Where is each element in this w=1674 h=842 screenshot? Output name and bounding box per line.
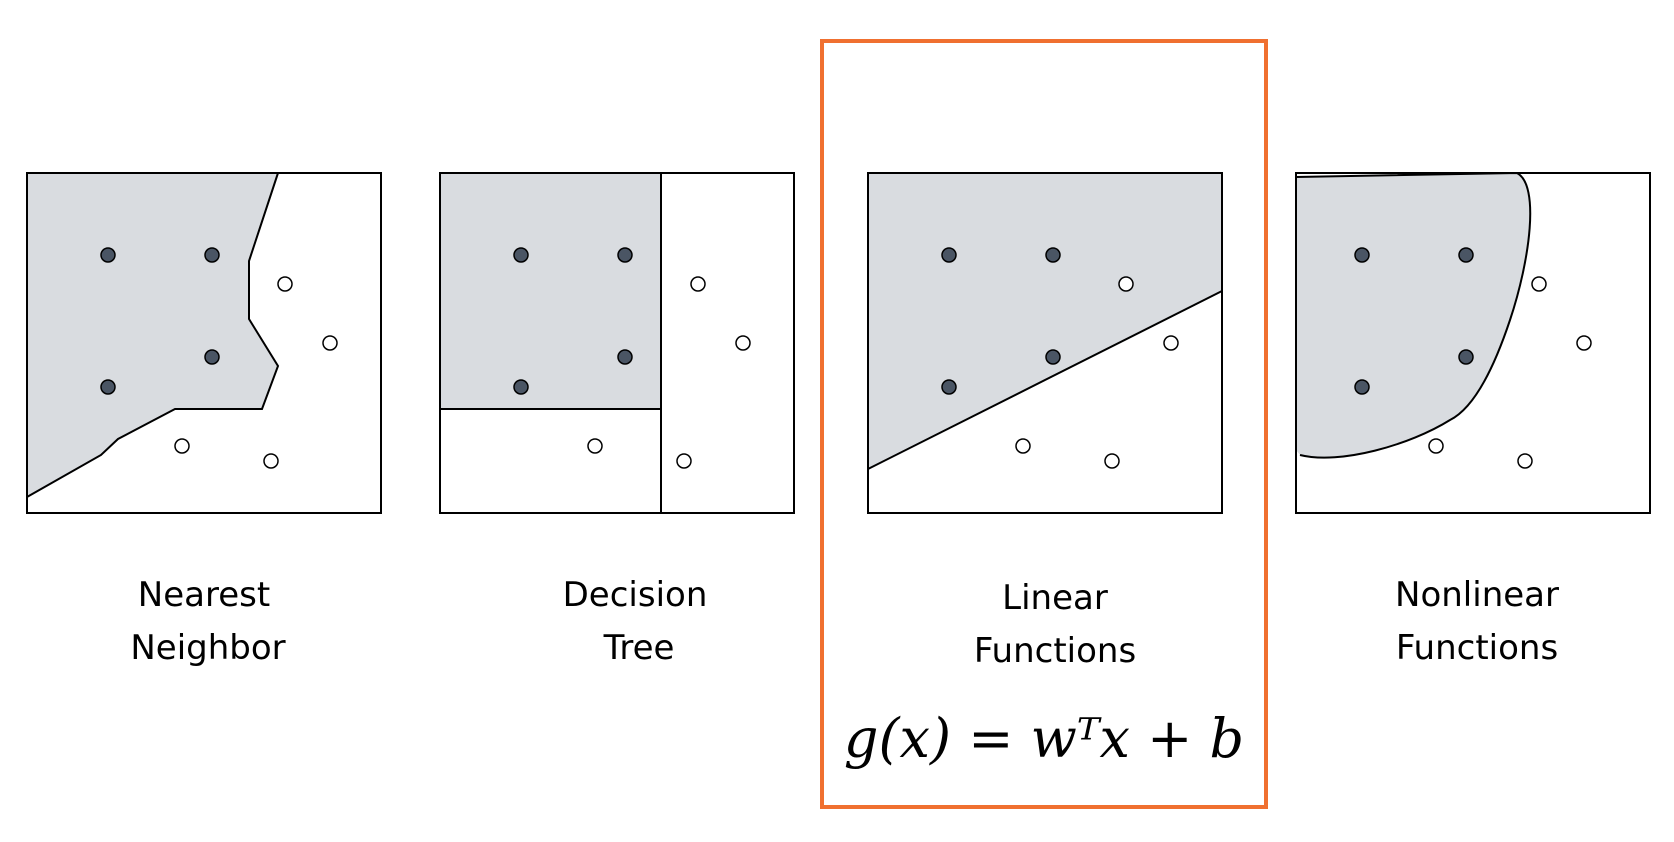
dot-filled — [204, 247, 220, 263]
linear-equation: g(x) = wᵀx + b — [844, 707, 1244, 770]
panel-label-line1: Decision — [563, 575, 708, 615]
decision-boundary — [26, 172, 280, 498]
panel-linear-functions: Linear Functions g(x) = wᵀx + b — [844, 172, 1244, 770]
dot-open — [690, 276, 706, 292]
dot-open — [174, 438, 190, 454]
dot-filled — [1045, 247, 1061, 263]
dot-open — [1576, 335, 1592, 351]
dot-filled — [1458, 349, 1474, 365]
highlight-frame — [820, 39, 1268, 809]
dot-filled — [513, 247, 529, 263]
panel-nearest-neighbor: Nearest Neighbor — [26, 172, 382, 668]
panel-border — [26, 172, 382, 514]
dot-filled — [100, 247, 116, 263]
dot-open — [735, 335, 751, 351]
dot-open — [1517, 453, 1533, 469]
panel-label-line2: Neighbor — [130, 628, 285, 668]
dot-filled — [941, 379, 957, 395]
panel-border — [439, 172, 795, 514]
decision-boundary — [1295, 171, 1532, 459]
dot-open — [676, 453, 692, 469]
dot-open — [587, 438, 603, 454]
dot-filled — [1354, 379, 1370, 395]
dot-filled — [1045, 349, 1061, 365]
dot-open — [1118, 276, 1134, 292]
dot-filled — [100, 379, 116, 395]
dot-open — [1531, 276, 1547, 292]
dot-filled — [617, 349, 633, 365]
panel-label-line2: Functions — [974, 631, 1136, 671]
panel-label-line2: Functions — [1396, 628, 1558, 668]
dot-filled — [204, 349, 220, 365]
dot-filled — [1354, 247, 1370, 263]
dot-open — [277, 276, 293, 292]
dot-open — [1104, 453, 1120, 469]
dot-open — [1015, 438, 1031, 454]
panel-label-line2: Tree — [603, 628, 675, 668]
panel-nonlinear-functions: Nonlinear Functions — [1295, 171, 1651, 668]
dot-open — [322, 335, 338, 351]
dot-filled — [941, 247, 957, 263]
class-region — [868, 173, 1222, 469]
panel-border — [1295, 172, 1651, 514]
dot-filled — [513, 379, 529, 395]
panel-border — [867, 172, 1223, 514]
panel-label-line1: Linear — [1002, 578, 1108, 618]
dot-open — [1163, 335, 1179, 351]
panel-label-line1: Nonlinear — [1395, 575, 1559, 615]
dot-open — [1428, 438, 1444, 454]
dot-filled — [1458, 247, 1474, 263]
dot-filled — [617, 247, 633, 263]
panel-label-line1: Nearest — [138, 575, 270, 615]
decision-boundary — [867, 290, 1223, 470]
dot-open — [263, 453, 279, 469]
panel-decision-tree: Decision Tree — [439, 172, 795, 668]
class-region — [440, 173, 661, 409]
